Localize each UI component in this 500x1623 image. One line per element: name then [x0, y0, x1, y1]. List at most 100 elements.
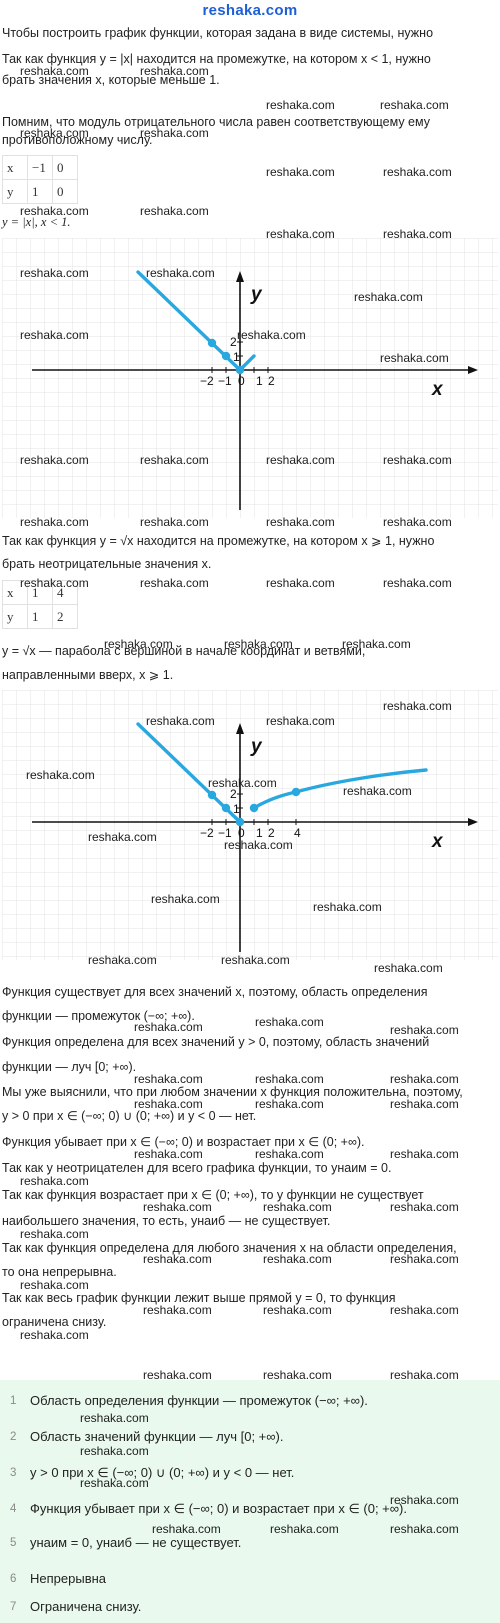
x-tick: −2 — [200, 374, 214, 388]
summary-item-number: 5 — [10, 1537, 17, 1549]
x-tick: −1 — [218, 374, 232, 388]
origin-label: 0 — [238, 374, 245, 388]
y-tick: 2 — [230, 335, 237, 349]
part1-condition-line2: брать значения x, которые меньше 1. — [2, 73, 220, 87]
summary-panel: 1 Область определения функции — промежут… — [0, 1380, 500, 1623]
summary-item: 1 Область определения функции — промежут… — [0, 1392, 500, 1412]
analysis-sign-line1: Мы уже выяснили, что при любом значении … — [2, 1085, 463, 1099]
summary-item: 3 y > 0 при x ∈ (−∞; 0) ∪ (0; +∞) и y < … — [0, 1464, 500, 1484]
analysis-domain-line2: функции — промежуток (−∞; +∞). — [2, 1009, 195, 1023]
y-tick: 2 — [230, 787, 237, 801]
watermark: reshaka.com — [383, 576, 452, 590]
analysis-cont-line2: то она непрерывна. — [2, 1265, 117, 1279]
analysis-sign-line2: y > 0 при x ∈ (−∞; 0) ∪ (0; +∞) и y < 0 … — [2, 1109, 257, 1123]
part2-desc-line2: направленными вверх, x ⩾ 1. — [2, 668, 174, 682]
x-tick: −1 — [218, 826, 232, 840]
summary-item: 7 Ограничена снизу. — [0, 1598, 500, 1618]
part1-condition-line1: Так как функция y = |x| находится на про… — [2, 52, 431, 66]
x-axis-label: x — [431, 379, 444, 400]
intro-text: Чтобы построить график функции, которая … — [2, 26, 434, 40]
point-1 — [249, 803, 259, 813]
summary-item-number: 3 — [10, 1467, 17, 1479]
watermark: reshaka.com — [140, 576, 209, 590]
table-cell: 2 — [52, 604, 78, 629]
point-origin — [235, 365, 245, 375]
table-row: y 1 0 — [2, 179, 78, 204]
analysis-bound-line2: ограничена снизу. — [2, 1315, 107, 1329]
summary-item-text: Область определения функции — промежуток… — [30, 1393, 368, 1408]
point-origin — [235, 817, 245, 827]
summary-item-text: y > 0 при x ∈ (−∞; 0) ∪ (0; +∞) и y < 0 … — [30, 1465, 295, 1480]
table-cell: 1 — [27, 580, 53, 605]
table-row: x 1 4 — [2, 580, 78, 605]
table-cell: 0 — [52, 179, 78, 204]
x-tick: −2 — [200, 826, 214, 840]
analysis-range-line2: функции — луч [0; +∞). — [2, 1060, 137, 1074]
summary-item-text: Функция убывает при x ∈ (−∞; 0) и возрас… — [30, 1501, 407, 1516]
site-logo[interactable]: reshaka.com — [202, 2, 298, 19]
table-cell: 4 — [52, 580, 78, 605]
curve-sqrt-x — [252, 768, 428, 810]
table-cell: y — [2, 179, 28, 204]
summary-item-number: 7 — [10, 1601, 17, 1613]
analysis-max-line1: Так как функция возрастает при x ∈ (0; +… — [2, 1188, 424, 1202]
table-cell: x — [2, 580, 28, 605]
summary-item-text: Непрерывна — [30, 1571, 107, 1586]
analysis-cont-line1: Так как функция определена для любого зн… — [2, 1241, 457, 1255]
table-cell: 1 — [27, 179, 53, 204]
summary-item-number: 2 — [10, 1431, 17, 1443]
summary-item-number: 1 — [10, 1395, 17, 1407]
point-neg2 — [207, 790, 217, 800]
summary-item-text: yнаим = 0, yнаиб — не существует. — [30, 1535, 242, 1550]
point-4 — [291, 787, 301, 797]
point-neg2 — [207, 338, 217, 348]
graph-2: y x −2 −1 0 1 2 4 2 1 — [2, 690, 498, 960]
part1-note-line2: противоположному числу. — [2, 133, 153, 147]
watermark: reshaka.com — [380, 98, 449, 112]
analysis-monotonic: Функция убывает при x ∈ (−∞; 0) и возрас… — [2, 1135, 365, 1149]
x-axis-arrow-icon — [468, 366, 478, 374]
table-row: x −1 0 — [2, 155, 78, 180]
x-tick: 2 — [268, 374, 275, 388]
analysis-min: Так как y неотрицателен для всего график… — [2, 1161, 392, 1175]
y-tick: 1 — [233, 802, 240, 816]
origin-label: 0 — [238, 826, 245, 840]
x-tick: 1 — [256, 374, 263, 388]
x-axis-label: x — [431, 831, 444, 852]
analysis-max-line2: наибольшего значения, то есть, yнаиб — н… — [2, 1214, 331, 1228]
y-axis-arrow-icon — [236, 723, 244, 734]
watermark: reshaka.com — [374, 961, 443, 975]
summary-item: 2 Область значений функции — луч [0; +∞)… — [0, 1428, 500, 1448]
summary-item: 6 Непрерывна — [0, 1570, 500, 1590]
x-tick: 2 — [268, 826, 275, 840]
part1-note-line1: Помним, что модуль отрицательного числа … — [2, 115, 430, 129]
summary-item-text: Ограничена снизу. — [30, 1599, 142, 1614]
point-neg1 — [221, 351, 231, 361]
x-tick: 4 — [294, 826, 301, 840]
part1-value-table: x −1 0 y 1 0 — [2, 155, 78, 204]
part2-desc-line1: y = √x — парабола с вершиной в начале ко… — [2, 644, 366, 658]
part2-condition-line1: Так как функция y = √x находится на пром… — [2, 534, 435, 548]
summary-item: 5 yнаим = 0, yнаиб — не существует. — [0, 1534, 500, 1554]
analysis-range-line1: Функция определена для всех значений y >… — [2, 1035, 430, 1049]
y-axis-arrow-icon — [236, 271, 244, 282]
analysis-domain-line1: Функция существует для всех значений x, … — [2, 985, 428, 999]
graph-1: y x −2 −1 0 1 2 2 1 — [2, 238, 498, 518]
table-row: y 1 2 — [2, 604, 78, 629]
watermark: reshaka.com — [383, 165, 452, 179]
watermark: reshaka.com — [266, 576, 335, 590]
table-cell: 0 — [52, 155, 78, 180]
y-tick: 1 — [233, 350, 240, 364]
part1-formula: y = |x|, x < 1. — [2, 215, 71, 229]
table-cell: x — [2, 155, 28, 180]
analysis-bound-line1: Так как весь график функции лежит выше п… — [2, 1291, 396, 1305]
summary-item-number: 4 — [10, 1503, 17, 1515]
x-tick: 1 — [256, 826, 263, 840]
x-axis-arrow-icon — [468, 818, 478, 826]
summary-item-text: Область значений функции — луч [0; +∞). — [30, 1429, 284, 1444]
table-cell: 1 — [27, 604, 53, 629]
summary-item: 4 Функция убывает при x ∈ (−∞; 0) и возр… — [0, 1500, 500, 1520]
part2-condition-line2: брать неотрицательные значения x. — [2, 557, 212, 571]
watermark: reshaka.com — [266, 98, 335, 112]
table-cell: y — [2, 604, 28, 629]
